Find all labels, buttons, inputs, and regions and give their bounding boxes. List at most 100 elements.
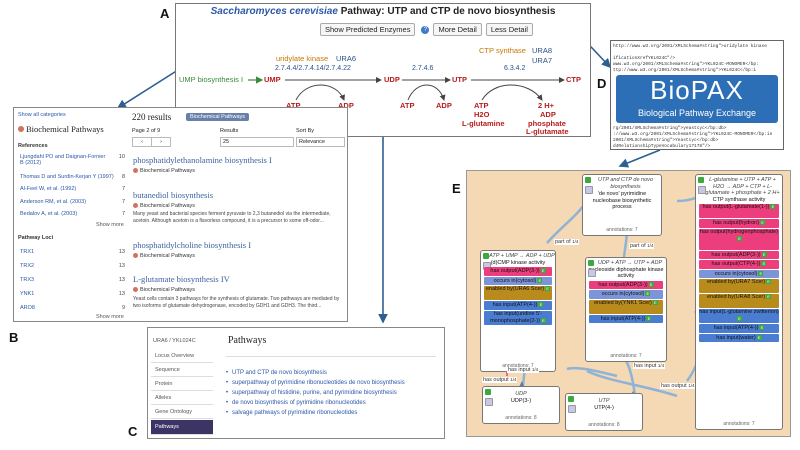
metabolite-udp[interactable]: UDP bbox=[384, 75, 400, 84]
help-badge-icon[interactable]: ? bbox=[421, 25, 430, 34]
show-more-loci[interactable]: Show more bbox=[96, 314, 124, 320]
has-output-label-2[interactable]: has output 1/4 bbox=[660, 383, 696, 389]
page-prev-button[interactable]: ‹ bbox=[132, 137, 152, 147]
nav-locus-overview[interactable]: Locus Overview bbox=[151, 350, 213, 363]
nav-protein[interactable]: Protein bbox=[151, 378, 213, 391]
has-output-label-1[interactable]: has output 1/4 bbox=[482, 377, 518, 383]
relation-row[interactable]: has input(L-glutamine zwitterion)E bbox=[699, 309, 779, 323]
box-expand-icon[interactable] bbox=[585, 177, 591, 183]
relation-row[interactable]: has output(hydron)E bbox=[699, 219, 779, 228]
gene-ura7[interactable]: URA7 bbox=[532, 56, 553, 65]
relation-row[interactable]: enabled by(YNK1 Scer)E bbox=[589, 299, 663, 314]
relation-row[interactable]: has input(ATP(4-))E bbox=[484, 301, 552, 310]
relation-row[interactable]: has output(ADP(3-))E bbox=[699, 250, 779, 259]
ref-row-0[interactable]: Ljungdahl PO and Daignan-Fornier B (2012… bbox=[20, 154, 125, 166]
side3-in-atp[interactable]: ATP bbox=[474, 101, 489, 110]
nav-alleles[interactable]: Alleles bbox=[151, 392, 213, 405]
relation-row[interactable]: occurs in(cytosol)E bbox=[699, 269, 779, 278]
box-options-icon[interactable] bbox=[698, 186, 706, 194]
enzyme-uridylate-kinase[interactable]: uridylate kinase bbox=[276, 54, 329, 63]
process-box-pyrimidine-biosynthesis[interactable]: UTP and CTP de novo biosynthesis 'de nov… bbox=[582, 174, 662, 236]
gene-ura8[interactable]: URA8 bbox=[532, 46, 553, 55]
box-expand-icon[interactable] bbox=[485, 389, 491, 395]
pathway-from-link[interactable]: UMP biosynthesis I bbox=[179, 75, 244, 84]
has-input-label-1[interactable]: has input 1/4 bbox=[507, 367, 540, 373]
pathway-link-1[interactable]: superpathway of pyrimidine ribonucleotid… bbox=[226, 380, 405, 386]
relation-row[interactable]: has output(ADP(3-))E bbox=[484, 267, 552, 276]
side3-in-h2o[interactable]: H2O bbox=[474, 110, 490, 119]
relation-row[interactable]: has input(ATP(4-))E bbox=[699, 324, 779, 333]
side3-out-phosphate[interactable]: phosphate bbox=[528, 119, 566, 128]
page-next-button[interactable]: › bbox=[151, 137, 171, 147]
relation-row[interactable]: has input(uridine 5'-monophosphate(2-))E bbox=[484, 310, 552, 325]
nav-gene-ontology[interactable]: Gene Ontology bbox=[151, 406, 213, 419]
results-per-page-select[interactable]: 25 bbox=[220, 137, 294, 147]
side3-out-adp[interactable]: ADP bbox=[540, 110, 556, 119]
box-expand-icon[interactable] bbox=[568, 396, 574, 402]
metabolite-utp[interactable]: UTP bbox=[452, 75, 467, 84]
show-more-references[interactable]: Show more bbox=[96, 222, 124, 228]
result-title-3[interactable]: L-glutamate biosynthesis IV bbox=[133, 274, 230, 284]
relation-row[interactable]: has output(CTP(4-))E bbox=[699, 260, 779, 269]
pathway-link-4[interactable]: salvage pathways of pyrimidine ribonucle… bbox=[226, 410, 357, 416]
box-options-icon[interactable] bbox=[588, 269, 596, 277]
side2-adp[interactable]: ADP bbox=[436, 101, 452, 110]
ref-row-2[interactable]: Al-Feel W, et al. (1992)7 bbox=[20, 186, 125, 192]
enzyme-ctp-synthase[interactable]: CTP synthase bbox=[479, 46, 526, 55]
relation-row[interactable]: enabled by(URA8 Scer)E bbox=[699, 294, 779, 308]
gene-ura6[interactable]: URA6 bbox=[336, 54, 357, 63]
relation-row[interactable]: has input(ATP(4-))E bbox=[589, 314, 663, 323]
metabolite-ump[interactable]: UMP bbox=[264, 75, 281, 84]
sort-select[interactable]: Relevance bbox=[296, 137, 345, 147]
result-title-0[interactable]: phosphatidylethanolamine biosynthesis I bbox=[133, 155, 272, 165]
molecule-box-udp[interactable]: UDP UDP(3-) annotations: 8 bbox=[482, 386, 560, 424]
activity-box-cmp-kinase[interactable]: ATP + UMP → ADP + UDP (d)CMP kinase acti… bbox=[480, 250, 556, 372]
more-detail-button[interactable]: More Detail bbox=[433, 23, 482, 36]
nav-pathways[interactable]: Pathways bbox=[151, 420, 213, 435]
filter-chip[interactable]: Biochemical Pathways bbox=[186, 113, 250, 121]
relation-row[interactable]: has output(ADP(3-))E bbox=[589, 280, 663, 289]
ref-row-3[interactable]: Anderson RM, et al. (2003)7 bbox=[20, 199, 125, 205]
edge-label-part-of-1[interactable]: part of 1/4 bbox=[554, 239, 580, 245]
edge-label-part-of-2[interactable]: part of 1/4 bbox=[629, 243, 655, 249]
less-detail-button[interactable]: Less Detail bbox=[485, 23, 533, 36]
ec-number-2[interactable]: 2.7.4.6 bbox=[412, 65, 434, 72]
ref-row-4[interactable]: Bedalov A, et al. (2003)7 bbox=[20, 211, 125, 217]
pathway-link-2[interactable]: superpathway of histidine, purine, and p… bbox=[226, 390, 397, 396]
result-title-2[interactable]: phosphatidylcholine biosynthesis I bbox=[133, 240, 252, 250]
box-options-icon[interactable] bbox=[585, 186, 593, 194]
metabolite-ctp[interactable]: CTP bbox=[566, 75, 581, 84]
activity-box-ndp-kinase[interactable]: UDP + ATP → UTP + ADP nucleoside diphosp… bbox=[585, 257, 667, 362]
relation-row[interactable]: enabled by(URA6 Scer)E bbox=[484, 286, 552, 300]
side1-atp[interactable]: ATP bbox=[286, 101, 301, 110]
show-predicted-enzymes-button[interactable]: Show Predicted Enzymes bbox=[320, 23, 416, 36]
side3-out-proton[interactable]: 2 H+ bbox=[538, 101, 555, 110]
ec-number-3[interactable]: 6.3.4.2 bbox=[504, 65, 526, 72]
relation-row[interactable]: has output(L-glutamate(1-))E bbox=[699, 204, 779, 218]
nav-sequence[interactable]: Sequence bbox=[151, 364, 213, 377]
box-expand-icon[interactable] bbox=[698, 177, 704, 183]
relation-row[interactable]: occurs in(cytosol)E bbox=[589, 290, 663, 299]
side1-adp[interactable]: ADP bbox=[338, 101, 354, 110]
relation-row[interactable]: has output(hydrogenphosphate)E bbox=[699, 228, 779, 250]
box-options-icon[interactable] bbox=[485, 398, 493, 406]
show-all-categories-link[interactable]: Show all categories bbox=[18, 112, 66, 118]
pathway-link-3[interactable]: de novo biosynthesis of pyrimidine ribon… bbox=[226, 400, 366, 406]
has-input-label-2[interactable]: has input 1/4 bbox=[633, 363, 666, 369]
result-title-1[interactable]: butanediol biosynthesis bbox=[133, 190, 214, 200]
ref-row-1[interactable]: Thomas D and Surdin-Kerjan Y (1997)8 bbox=[20, 174, 125, 180]
relation-row[interactable]: enabled by(URA7 Scer)E bbox=[699, 279, 779, 293]
side2-atp[interactable]: ATP bbox=[400, 101, 415, 110]
ec-number-1[interactable]: 2.7.4.4/2.7.4.14/2.7.4.22 bbox=[275, 65, 351, 72]
box-expand-icon[interactable] bbox=[483, 253, 489, 259]
activity-box-ctp-synthase[interactable]: L-glutamine + UTP + ATP + H2O → ADP + CT… bbox=[695, 174, 783, 430]
molecule-box-utp[interactable]: UTP UTP(4-) annotations: 8 bbox=[565, 393, 643, 431]
relation-row[interactable]: occurs in(cytosol)E bbox=[484, 276, 552, 285]
pathway-link-0[interactable]: UTP and CTP de novo biosynthesis bbox=[226, 370, 327, 376]
box-options-icon[interactable] bbox=[568, 405, 576, 413]
